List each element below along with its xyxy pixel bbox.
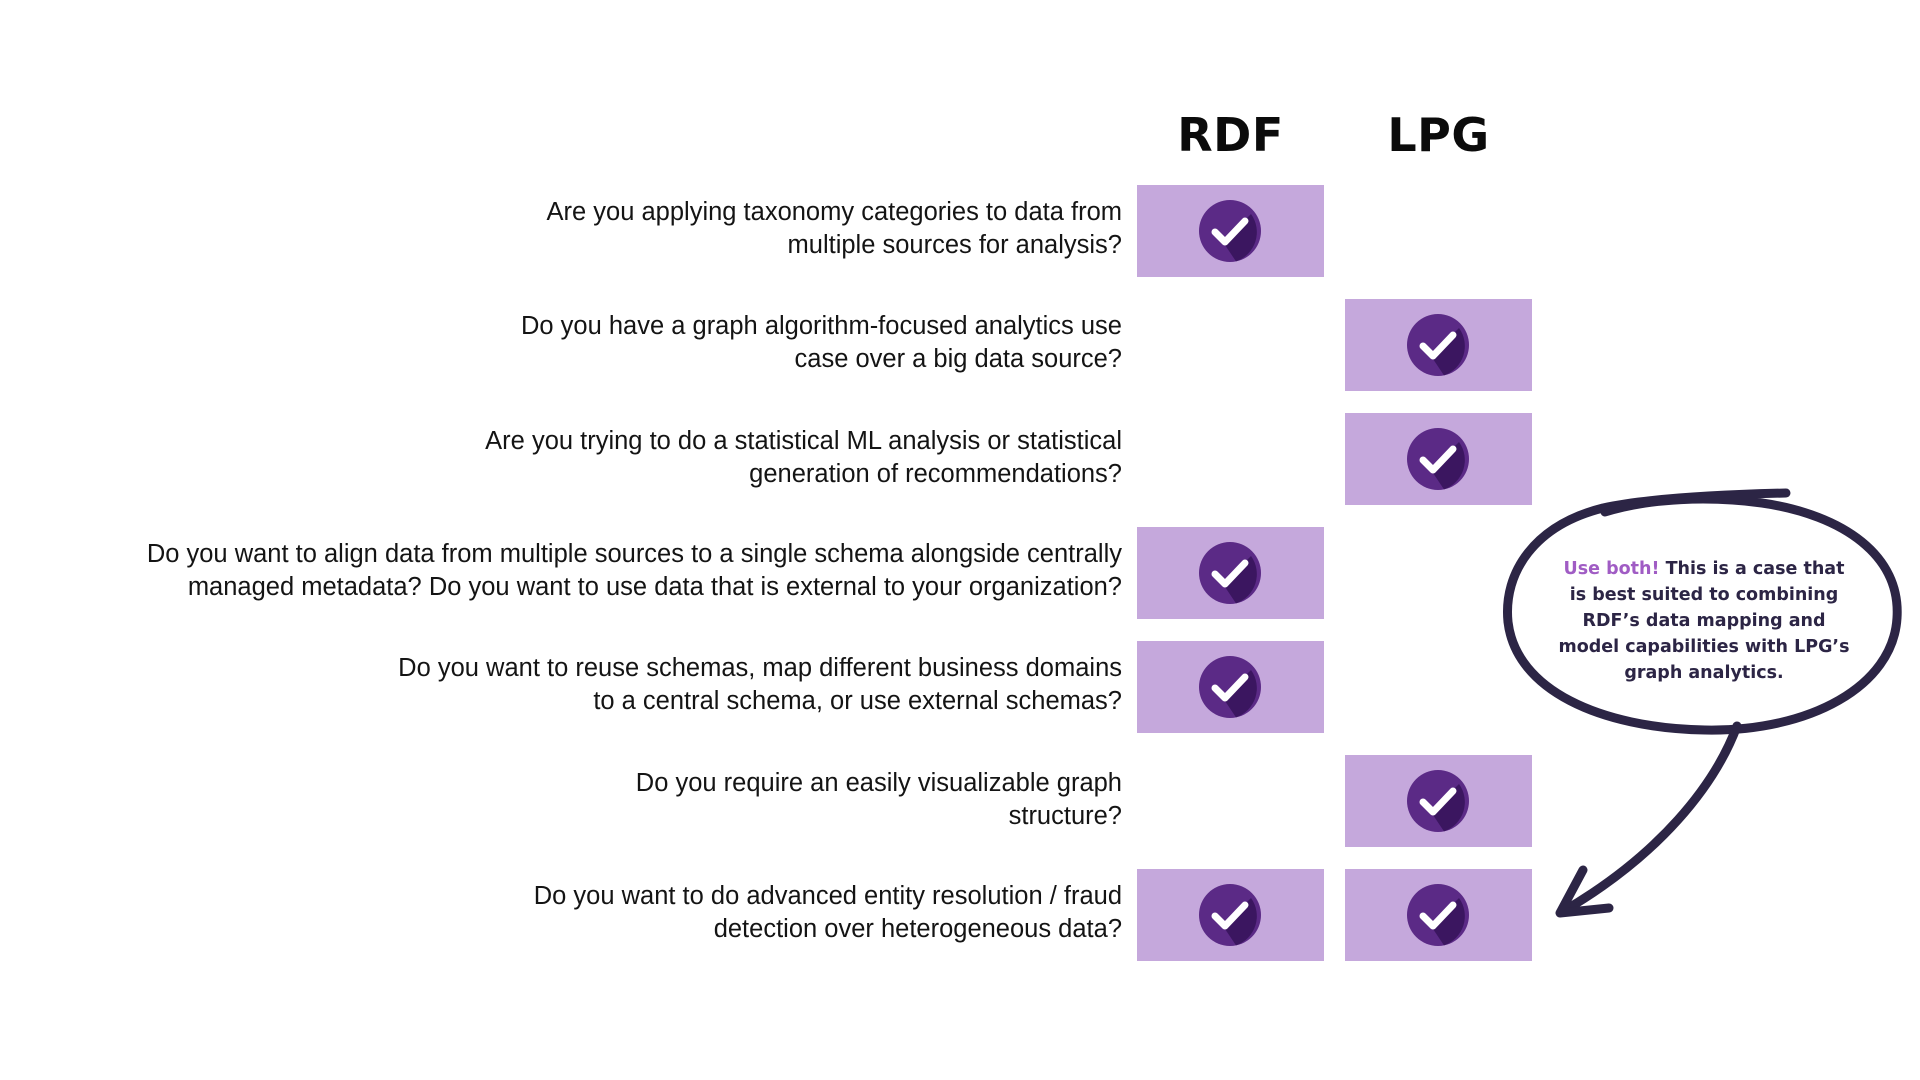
check-cell-lpg [1345,869,1532,961]
question-line: Do you have a graph algorithm-focused an… [520,312,1122,340]
question-row-2: Do you have a graph algorithm-focused an… [32,310,1122,376]
question-line: structure? [1008,802,1122,830]
check-cell-lpg [1345,413,1532,505]
callout-line-1: Use both! This is a case that [1545,556,1863,582]
question-line: detection over heterogeneous data? [713,915,1122,943]
arrow-head [1555,865,1614,918]
question-line: multiple sources for analysis? [787,231,1122,259]
question-row-1: Are you applying taxonomy categories to … [32,196,1122,262]
question-line: Do you want to align data from multiple … [146,540,1122,568]
question-line: Do you require an easily visualizable gr… [635,769,1122,797]
check-cell-rdf [1137,527,1324,619]
checkmark-circle-icon [1407,884,1469,946]
check-cell-lpg [1345,755,1532,847]
callout-line-2: is best suited to combining [1569,585,1839,605]
curved-arrow-icon [1557,721,1742,917]
question-row-4: Do you want to align data from multiple … [32,538,1122,604]
callout-line-1-rest: This is a case that [1659,559,1845,579]
checkmark-circle-icon [1199,200,1261,262]
check-cell-lpg [1345,299,1532,391]
checkmark-circle-icon [1407,314,1469,376]
check-cell-rdf [1137,185,1324,277]
question-line: case over a big data source? [794,345,1122,373]
column-header-lpg: LPG [1387,108,1490,162]
callout-line-5: graph analytics. [1624,663,1784,683]
callout-emphasis: Use both! [1563,559,1660,579]
question-line: Do you want to do advanced entity resolu… [533,882,1122,910]
checkmark-circle-icon [1407,770,1469,832]
checkmark-circle-icon [1199,542,1261,604]
question-line: Are you applying taxonomy categories to … [546,198,1122,226]
callout-line-4: model capabilities with LPG’s [1558,637,1850,657]
check-cell-rdf [1137,869,1324,961]
checkmark-circle-icon [1199,884,1261,946]
question-row-6: Do you require an easily visualizable gr… [32,767,1122,833]
question-row-3: Are you trying to do a statistical ML an… [32,425,1122,491]
callout-line-3: RDF’s data mapping and [1582,611,1826,631]
callout-ring [1502,488,1902,735]
question-line: to a central schema, or use external sch… [593,687,1122,715]
check-cell-rdf [1137,641,1324,733]
question-line: Do you want to reuse schemas, map differ… [398,654,1122,682]
checkmark-circle-icon [1407,428,1469,490]
question-row-7: Do you want to do advanced entity resolu… [32,880,1122,946]
question-line: Are you trying to do a statistical ML an… [485,427,1122,455]
question-line: managed metadata? Do you want to use dat… [187,573,1122,601]
checkmark-circle-icon [1199,656,1261,718]
column-header-rdf: RDF [1177,108,1284,162]
callout-text: Use both! This is a case that is best su… [1545,556,1863,686]
question-line: generation of recommendations? [749,460,1122,488]
question-row-5: Do you want to reuse schemas, map differ… [32,652,1122,718]
